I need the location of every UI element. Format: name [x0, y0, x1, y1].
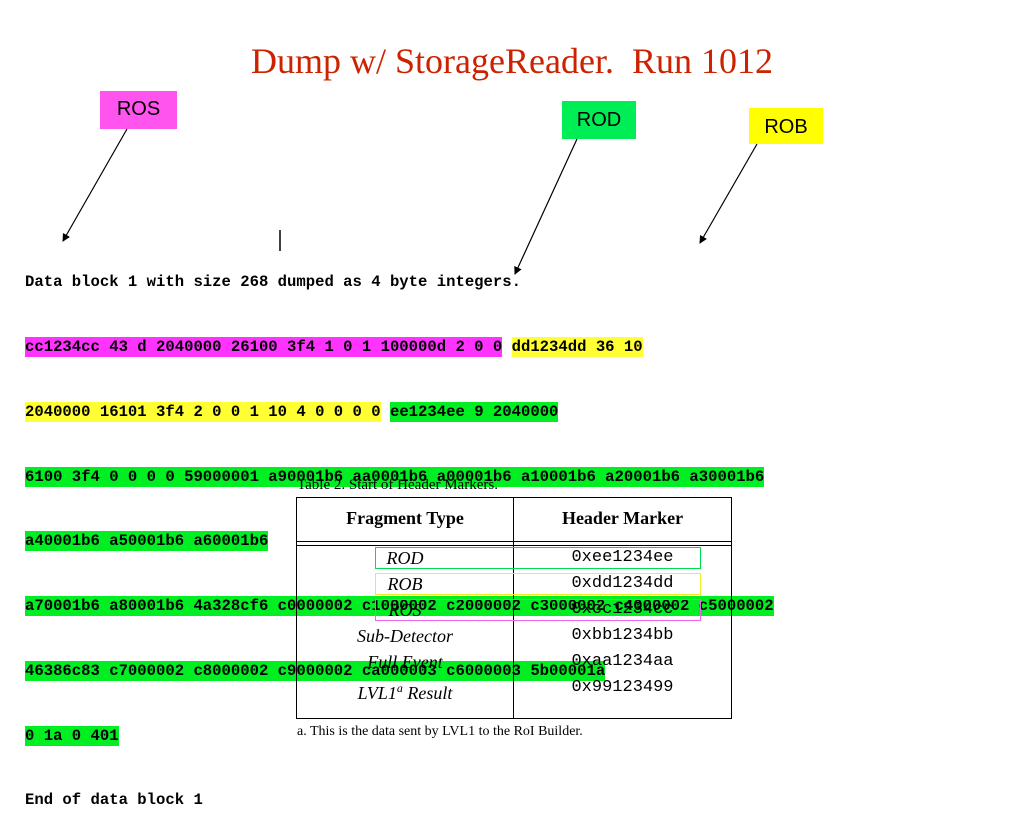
ros-label: ROS: [100, 91, 177, 129]
rob-highlight: 2040000 16101 3f4 2 0 0 1 10 4 0 0 0 0: [25, 401, 381, 422]
rob-row-box: [375, 573, 701, 595]
column-header-fragment-type: Fragment Type: [346, 508, 464, 528]
rod-label: ROD: [562, 101, 636, 139]
ros-highlight: cc1234cc 43 d 2040000 26100 3f4 1 0 1 10…: [25, 336, 503, 357]
table-row: Full Event 0xaa1234aa: [367, 652, 674, 672]
rod-highlight: 46386c83 c7000002 c8000002 c9000002 ca00…: [25, 660, 606, 681]
dump-line-3: 6100 3f4 0 0 0 0 59000001 a90001b6 aa000…: [25, 466, 774, 489]
ros-arrow: [62, 128, 128, 242]
table-caption: Table 2. Start of Header Markers.: [297, 477, 498, 493]
ros-row-box: [375, 599, 701, 621]
dump-line-5: a70001b6 a80001b6 4a328cf6 c0000002 c100…: [25, 596, 774, 618]
dump-line-6: 46386c83 c7000002 c8000002 c9000002 ca00…: [25, 660, 774, 683]
table-row: ROD 0xee1234ee: [297, 546, 731, 570]
dump-line-2: 2040000 16101 3f4 2 0 0 1 10 4 0 0 0 0 e…: [25, 401, 774, 424]
rod-highlight: 6100 3f4 0 0 0 0 59000001 a90001b6 aa000…: [25, 466, 765, 487]
rod-highlight: a40001b6 a50001b6 a60001b6: [25, 531, 269, 552]
table-row: ROS 0xcc1234cc: [297, 598, 731, 622]
dump-line-4: a40001b6 a50001b6 a60001b6: [25, 531, 774, 553]
table-row: ROB 0xdd1234dd: [297, 572, 731, 596]
dump-line-7: 0 1a 0 401: [25, 725, 774, 748]
table-footnote: a. This is the data sent by LVL1 to the …: [297, 724, 583, 739]
rod-highlight: ee1234ee 9 2040000: [389, 401, 559, 422]
rob-label: ROB: [749, 108, 823, 144]
rob-highlight: dd1234dd 36 10: [511, 336, 643, 357]
dump-header: Data block 1 with size 268 dumped as 4 b…: [25, 273, 521, 292]
dump-footer: End of data block 1: [25, 791, 203, 810]
table-row: LVL1a Result 0x99123499: [357, 678, 674, 703]
rod-highlight: 0 1a 0 401: [25, 725, 119, 746]
slide-title: Dump w/ StorageReader. Run 1012: [251, 41, 773, 81]
header-marker-table: Fragment Type Header Marker ROD 0xee1234…: [296, 497, 732, 719]
dump-line-1: cc1234cc 43 d 2040000 26100 3f4 1 0 1 10…: [25, 336, 774, 359]
column-header-header-marker: Header Marker: [561, 508, 684, 528]
rod-row-box: [375, 547, 701, 569]
table-row: Sub-Detector 0xbb1234bb: [357, 626, 674, 646]
rod-highlight: a70001b6 a80001b6 4a328cf6 c0000002 c100…: [25, 596, 774, 617]
